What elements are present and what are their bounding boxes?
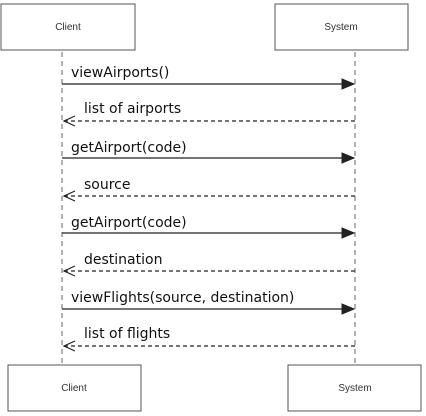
arrowhead-5: [341, 227, 356, 239]
message-7: viewFlights(source, destination): [62, 290, 356, 315]
arrowhead-7: [341, 303, 356, 315]
message-4: source: [62, 177, 355, 202]
message-label-4: source: [84, 177, 131, 193]
message-label-8: list of flights: [84, 326, 170, 342]
arrowhead-2: [62, 115, 76, 127]
system-box-top: [274, 3, 409, 51]
message-label-2: list of airports: [84, 101, 181, 117]
arrowhead-3: [341, 152, 356, 164]
client-label-top: Client: [55, 22, 81, 33]
client-box-top: [0, 3, 136, 51]
client-participant-bottom: Client: [7, 364, 142, 412]
client-participant-top: Client: [0, 3, 136, 51]
message-label-1: viewAirports(): [71, 65, 169, 81]
system-participant-bottom: System: [287, 364, 422, 412]
message-label-6: destination: [84, 252, 162, 268]
message-6: destination: [62, 252, 355, 277]
system-label-top: System: [324, 22, 357, 33]
system-participant-top: System: [274, 3, 409, 51]
message-8: list of flights: [62, 326, 355, 352]
arrowhead-8: [62, 340, 76, 352]
arrowhead-6: [62, 265, 76, 277]
message-label-5: getAirport(code): [71, 215, 187, 231]
message-1: viewAirports(): [62, 65, 356, 90]
message-label-7: viewFlights(source, destination): [71, 290, 294, 306]
client-box-bottom: [7, 364, 142, 412]
arrowhead-1: [341, 78, 356, 90]
arrowhead-4: [62, 190, 76, 202]
system-label-bottom: System: [338, 383, 371, 394]
message-label-3: getAirport(code): [71, 140, 187, 156]
client-label-bottom: Client: [61, 383, 87, 394]
message-3: getAirport(code): [62, 140, 356, 164]
message-5: getAirport(code): [62, 215, 356, 239]
system-box-bottom: [287, 364, 422, 412]
message-2: list of airports: [62, 101, 355, 127]
